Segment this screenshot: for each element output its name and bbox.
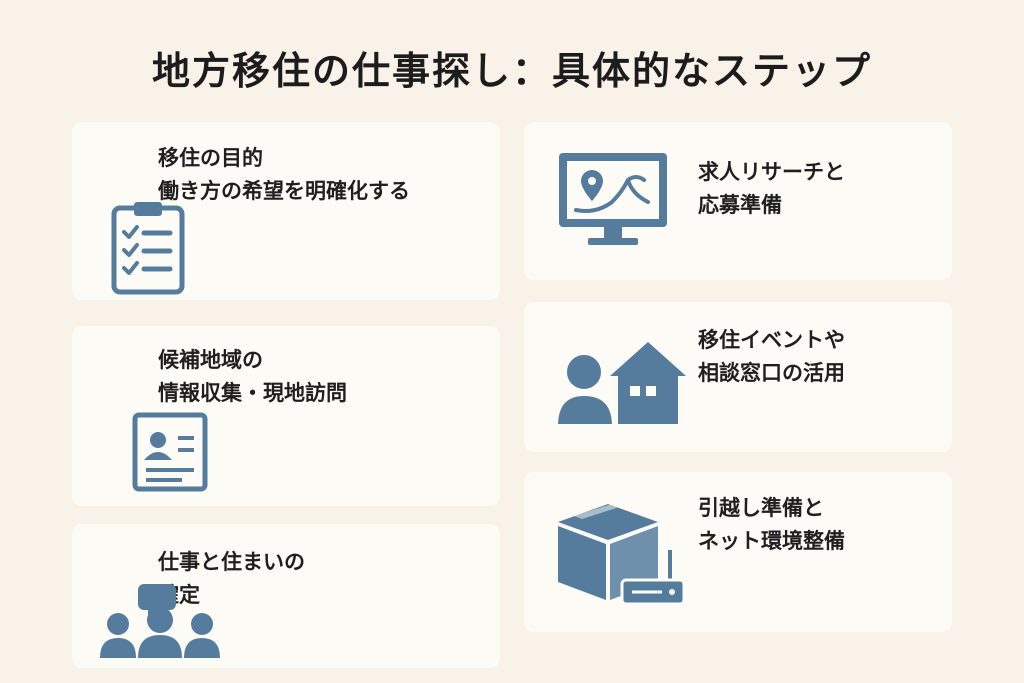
step-4-line-1: 求人リサーチと [698, 160, 845, 184]
step-2-line-2: 情報収集・現地訪問 [158, 381, 347, 405]
step-1-line-2: 働き方の希望を明確化する [158, 179, 410, 203]
step-card-3: 仕事と住まいの 確定 [72, 524, 500, 668]
step-5-line-1: 移住イベントや [698, 328, 845, 352]
page-title: 地方移住の仕事探し：具体的なステップ [151, 49, 872, 93]
step-card-6: 引越し準備と ネット環境整備 [524, 472, 952, 632]
step-card-1: 移住の目的 働き方の希望を明確化する [72, 122, 500, 300]
people-meeting-icon [98, 580, 222, 660]
step-2-line-1: 候補地域の [158, 348, 263, 372]
monitor-map-icon [556, 150, 670, 248]
step-card-5: 移住イベントや 相談窓口の活用 [524, 302, 952, 452]
step-4-line-2: 応募準備 [698, 193, 782, 217]
step-card-4: 求人リサーチと 応募準備 [524, 122, 952, 280]
step-5-line-2: 相談窓口の活用 [698, 361, 845, 385]
step-1-line-1: 移住の目的 [158, 146, 263, 170]
clipboard-checklist-icon [110, 200, 186, 296]
id-card-icon [132, 412, 208, 492]
step-card-2: 候補地域の 情報収集・現地訪問 [72, 326, 500, 506]
step-6-line-2: ネット環境整備 [698, 529, 845, 553]
box-router-icon [554, 500, 688, 608]
person-house-icon [556, 336, 686, 428]
step-6-line-1: 引越し準備と [698, 496, 824, 520]
step-3-line-1: 仕事と住まいの [158, 550, 305, 574]
